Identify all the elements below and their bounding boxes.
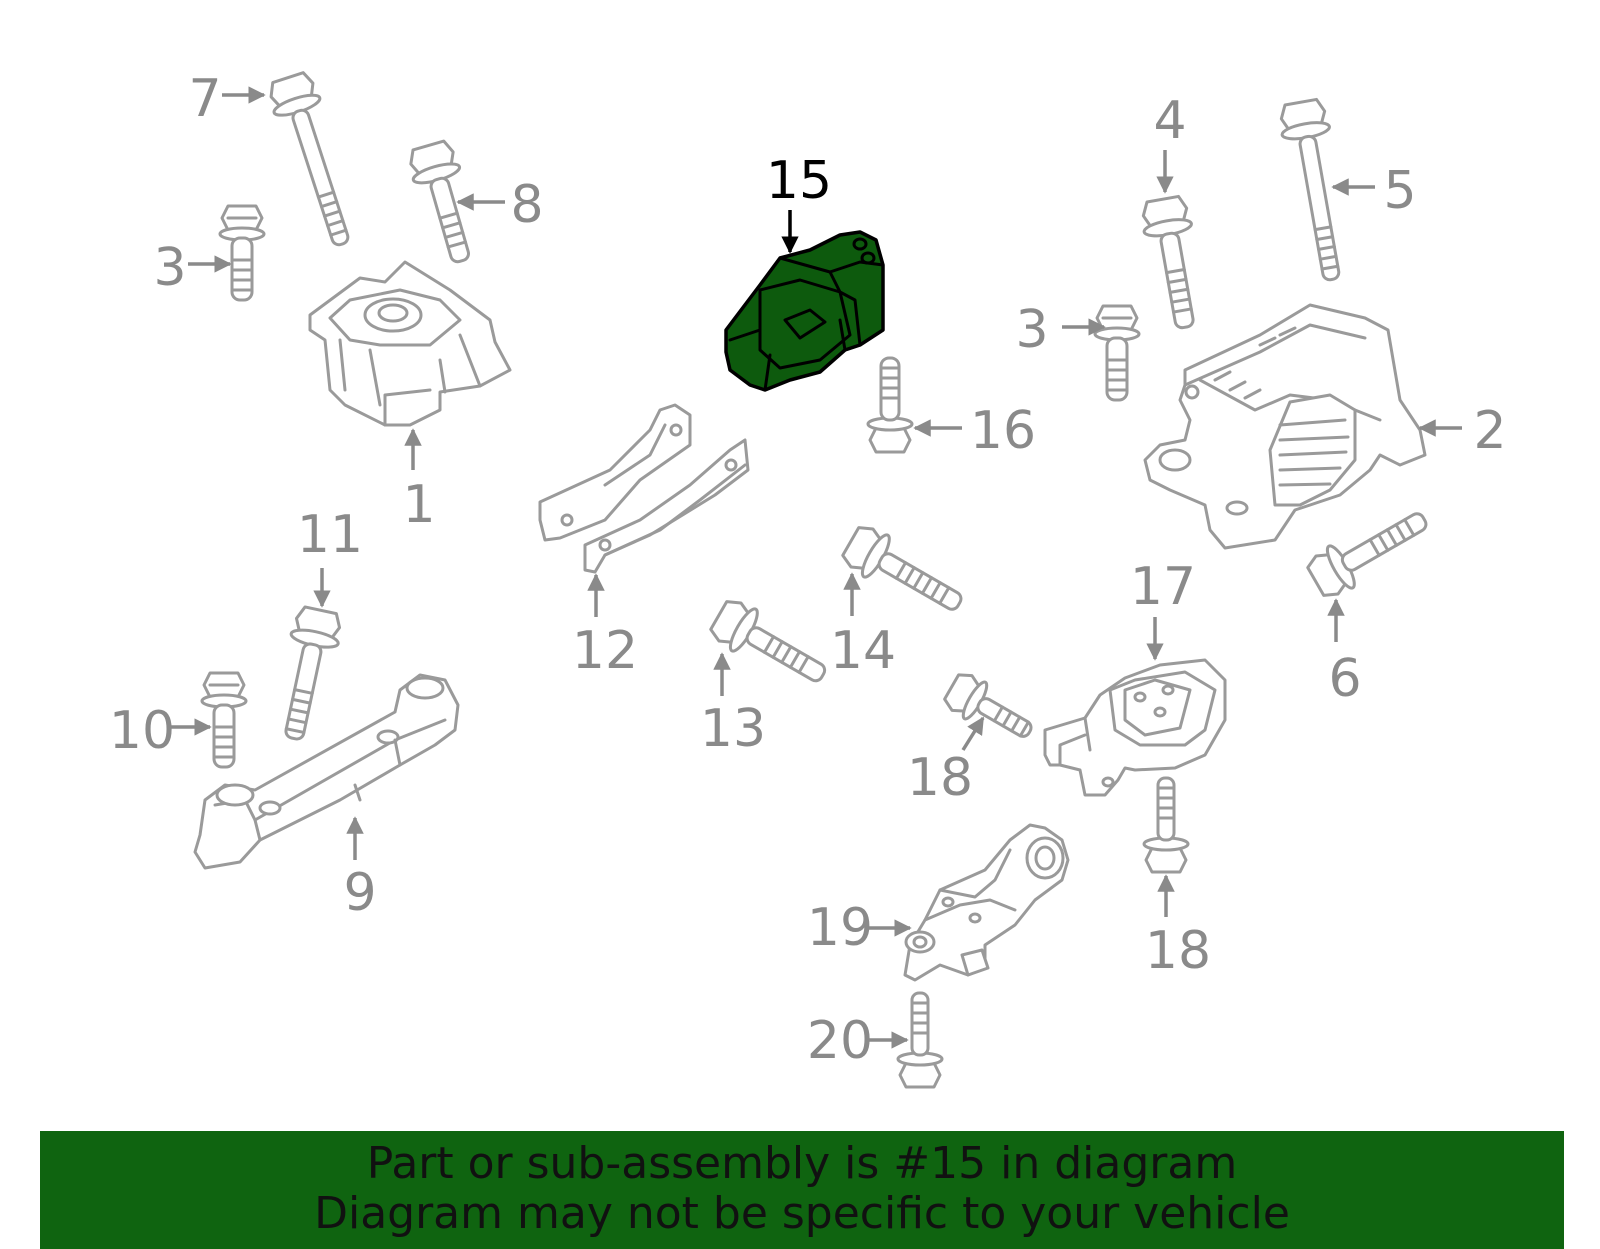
callout-6: 6 xyxy=(1328,649,1361,709)
callout-20: 20 xyxy=(807,1011,873,1071)
bolt-7 xyxy=(269,71,350,247)
callout-19: 19 xyxy=(807,898,873,958)
callout-15: 15 xyxy=(766,151,832,211)
callout-2: 2 xyxy=(1473,401,1506,461)
bolt-4 xyxy=(1141,194,1195,330)
callout-11: 11 xyxy=(297,505,363,565)
callout-4: 4 xyxy=(1153,91,1186,151)
part-12-bracket xyxy=(538,403,750,574)
bolt-18-upper xyxy=(943,673,1033,738)
callout-8: 8 xyxy=(510,175,543,235)
bolt-20 xyxy=(896,991,944,1089)
part-2-engine-mount xyxy=(1143,303,1427,550)
callout-5: 5 xyxy=(1383,161,1416,221)
callout-17: 17 xyxy=(1130,557,1196,617)
bolt-14 xyxy=(841,526,963,611)
bolt-18-lower xyxy=(1142,776,1190,874)
bolt-16 xyxy=(866,356,914,454)
callout-18-upper: 18 xyxy=(907,748,973,808)
banner-line-1: Part or sub-assembly is #15 in diagram xyxy=(366,1138,1238,1189)
info-banner: Part or sub-assembly is #15 in diagram D… xyxy=(40,1131,1564,1249)
callout-13: 13 xyxy=(700,699,766,759)
callout-12: 12 xyxy=(572,621,638,681)
callout-16: 16 xyxy=(970,401,1036,461)
banner-line-2: Diagram may not be specific to your vehi… xyxy=(314,1188,1290,1239)
callout-9: 9 xyxy=(343,863,376,923)
bolt-5 xyxy=(1279,97,1341,282)
bolt-6 xyxy=(1306,512,1428,597)
callout-1: 1 xyxy=(402,475,435,535)
part-15-transmission-mount xyxy=(724,230,885,392)
bolt-3-right xyxy=(1093,304,1141,402)
part-17-mount-bracket xyxy=(1043,658,1227,797)
callout-3-right: 3 xyxy=(1015,300,1048,360)
bolt-3-left xyxy=(218,204,266,302)
callout-7: 7 xyxy=(188,69,221,129)
callout-18-lower: 18 xyxy=(1145,921,1211,981)
part-19-torque-rod xyxy=(903,823,1070,982)
bolt-8 xyxy=(409,139,470,264)
part-9-crossmember xyxy=(193,673,460,870)
part-1-engine-mount xyxy=(308,260,512,427)
bolt-10 xyxy=(200,671,248,769)
bolt-11 xyxy=(284,605,342,741)
callout-10: 10 xyxy=(109,701,175,761)
callout-3-left: 3 xyxy=(153,238,186,298)
callout-14: 14 xyxy=(830,621,896,681)
bolt-13 xyxy=(709,600,827,683)
